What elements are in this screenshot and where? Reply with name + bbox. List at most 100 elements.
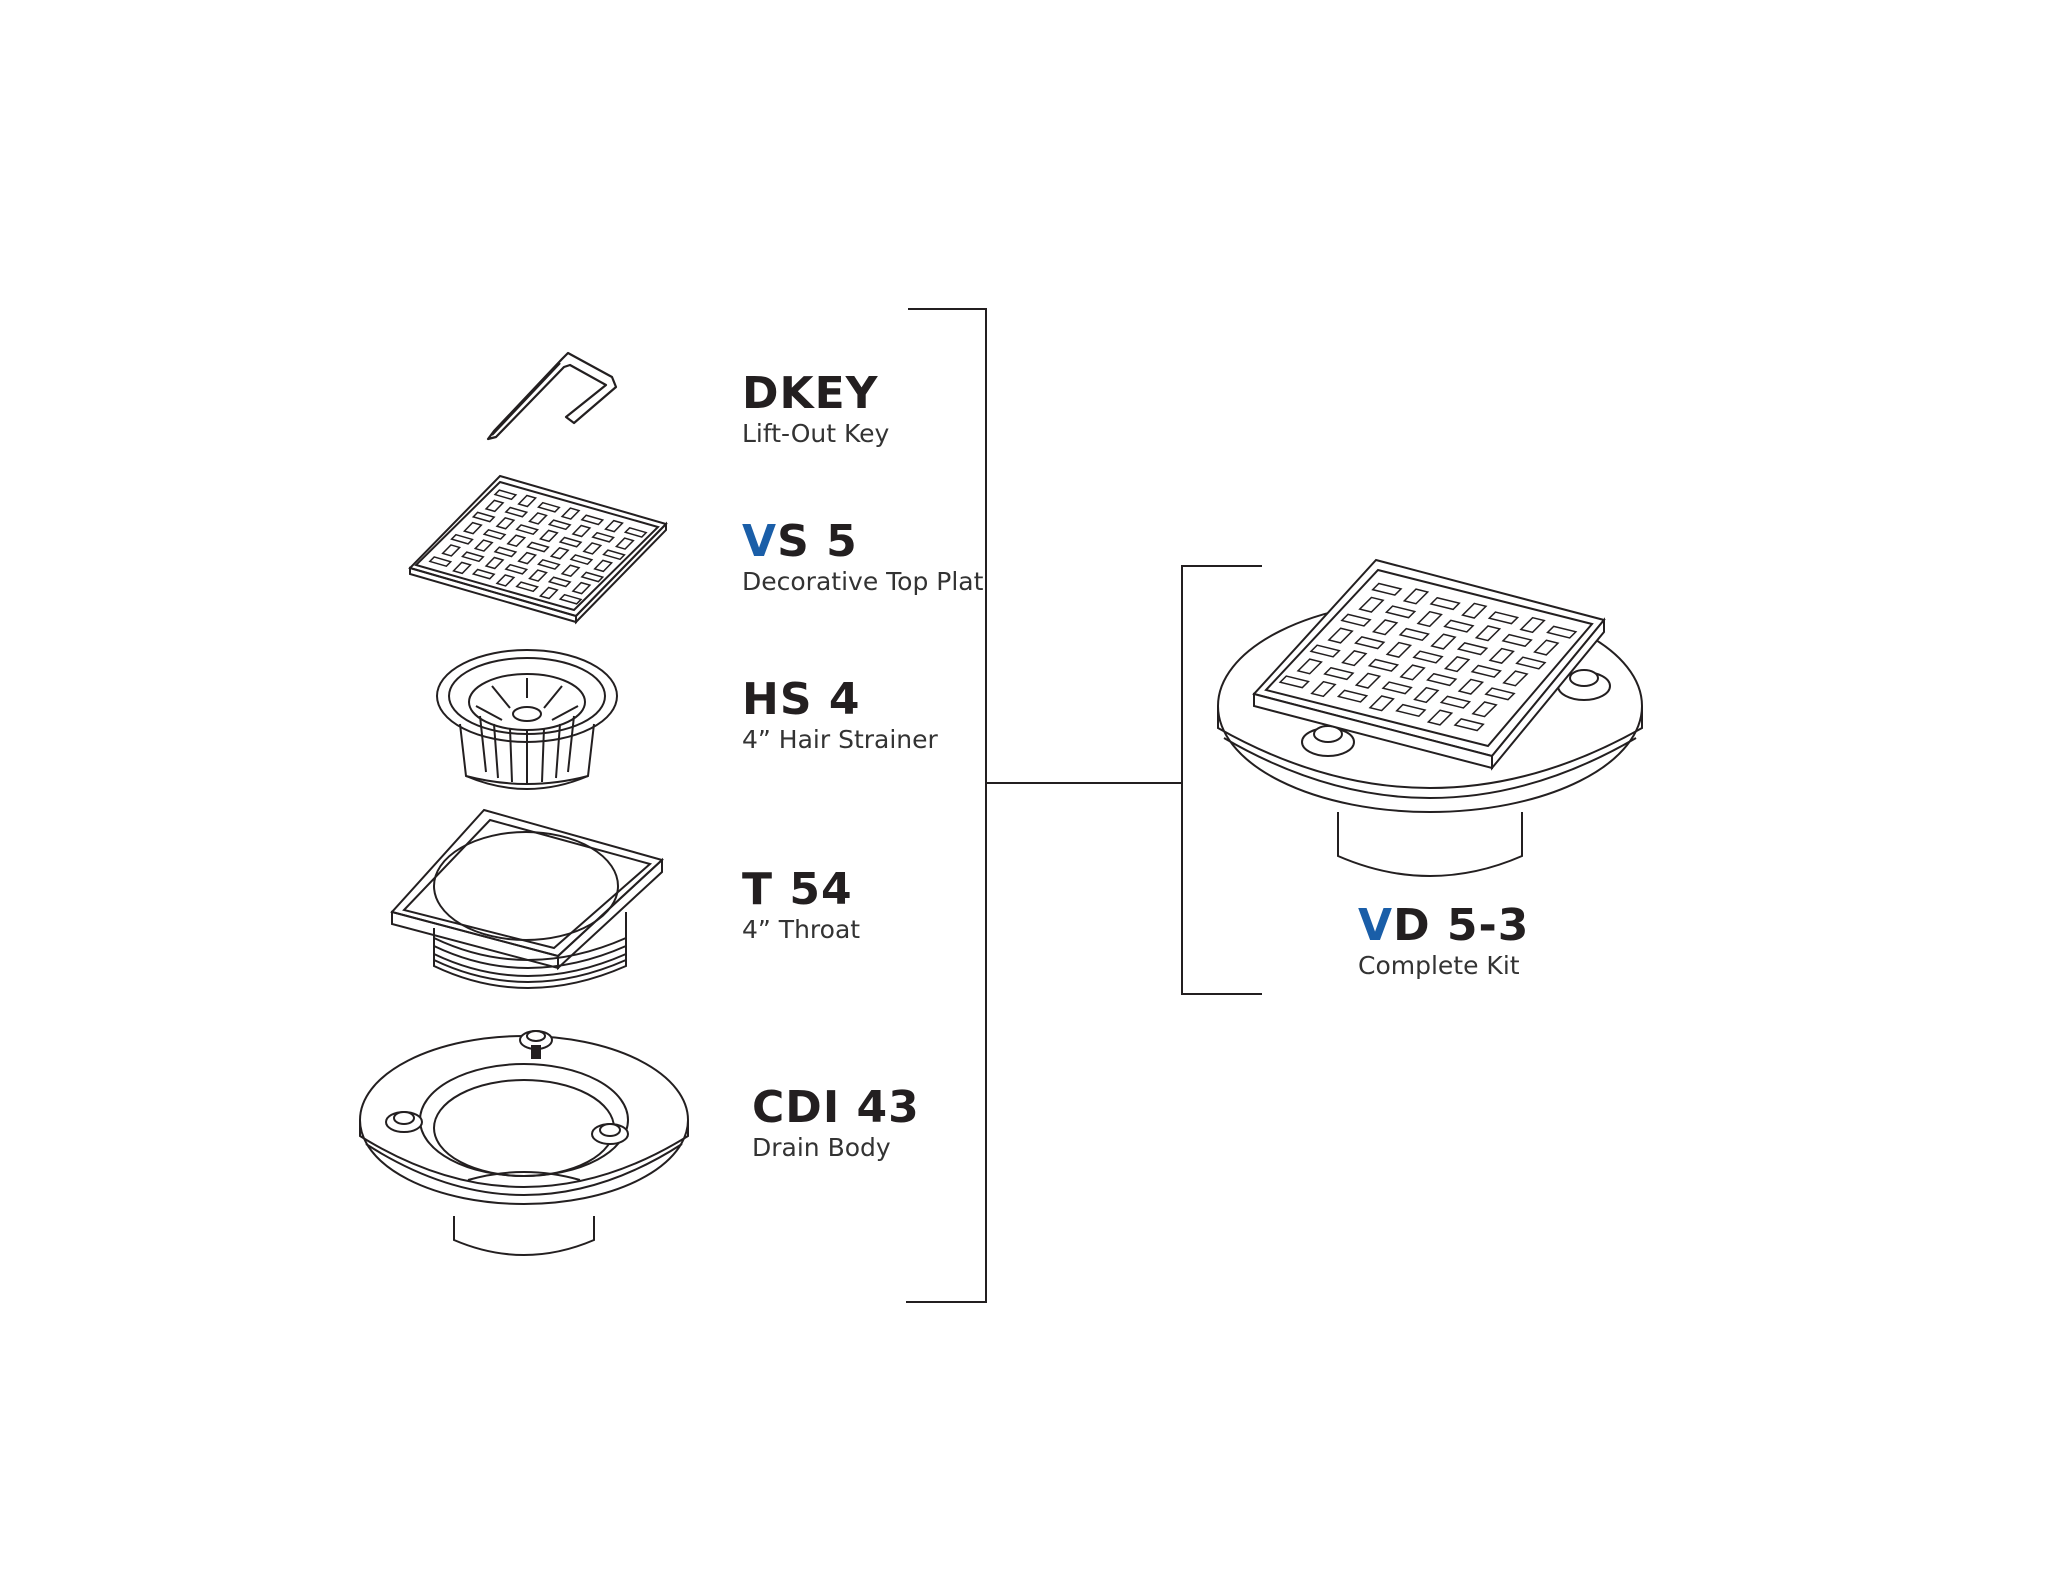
weave-slot bbox=[551, 548, 568, 559]
weave-slot bbox=[1386, 606, 1414, 618]
part-code: CDI 43 bbox=[752, 1082, 920, 1133]
weave-slot bbox=[593, 533, 614, 542]
kit-label: VD 5-3 Complete Kit bbox=[1358, 904, 1529, 980]
weave-slot bbox=[1486, 688, 1514, 700]
weave-slot bbox=[462, 552, 483, 561]
weave-slot bbox=[1383, 682, 1411, 694]
weave-slot bbox=[571, 555, 592, 564]
part-description: Drain Body bbox=[752, 1133, 891, 1162]
parts-bracket-line bbox=[906, 309, 986, 1302]
weave-slot bbox=[540, 588, 557, 599]
weave-slot bbox=[506, 565, 527, 574]
weave-slot bbox=[625, 528, 646, 537]
throat-icon bbox=[388, 808, 668, 1003]
weave-slot bbox=[1463, 603, 1486, 618]
weave-slot bbox=[616, 538, 633, 549]
weave-slot bbox=[530, 570, 547, 581]
weave-slot bbox=[1548, 626, 1576, 638]
weave-slot bbox=[1473, 702, 1496, 717]
complete-drain-kit-icon bbox=[1214, 556, 1646, 886]
weave-slot bbox=[495, 490, 516, 499]
kit-code: VD 5-3 bbox=[1358, 900, 1530, 951]
lift-out-key-icon bbox=[480, 345, 620, 445]
weave-slot bbox=[1458, 643, 1486, 655]
weave-slot bbox=[1441, 696, 1469, 708]
weave-slot bbox=[1311, 645, 1339, 657]
weave-slot bbox=[1400, 629, 1428, 641]
weave-slot bbox=[464, 523, 481, 534]
weave-slot bbox=[1360, 597, 1383, 612]
weave-slot bbox=[1401, 665, 1424, 680]
weave-slot bbox=[1373, 583, 1401, 595]
weave-slot bbox=[1387, 643, 1410, 658]
weave-slot bbox=[1459, 679, 1482, 694]
weave-slot bbox=[1521, 618, 1544, 633]
part-label-t54: T 54 4” Throat bbox=[742, 868, 860, 944]
weave-slot bbox=[560, 538, 581, 547]
weave-slot bbox=[540, 530, 557, 541]
part-label-vs5: VS 5 Decorative Top Plat bbox=[742, 520, 983, 596]
weave-slot bbox=[1369, 659, 1397, 671]
weave-slot bbox=[486, 558, 503, 569]
weave-slot bbox=[560, 595, 581, 604]
weave-slot bbox=[495, 547, 516, 556]
weave-slot bbox=[1428, 710, 1451, 725]
weave-slot bbox=[1356, 673, 1379, 688]
weave-slot bbox=[1504, 671, 1527, 686]
weave-slot bbox=[1312, 682, 1335, 697]
weave-slot bbox=[1343, 651, 1366, 666]
weave-slot bbox=[1476, 626, 1499, 641]
weave-slot bbox=[1428, 674, 1456, 686]
part-label-cdi43: CDI 43 Drain Body bbox=[752, 1086, 920, 1162]
weave-slot bbox=[573, 526, 590, 537]
weave-slot bbox=[1415, 688, 1438, 703]
weave-slot bbox=[1445, 657, 1468, 672]
weave-slot bbox=[506, 508, 527, 517]
weave-slot bbox=[562, 508, 579, 519]
drain-body-icon bbox=[356, 1020, 696, 1270]
weave-slot bbox=[549, 520, 570, 529]
weave-slot bbox=[562, 565, 579, 576]
part-code: HS 4 bbox=[742, 674, 861, 725]
weave-slot bbox=[1414, 651, 1442, 663]
weave-slot bbox=[519, 553, 536, 564]
weave-slot bbox=[606, 521, 623, 532]
weave-slot bbox=[573, 583, 590, 594]
part-label-hs4: HS 4 4” Hair Strainer bbox=[742, 678, 938, 754]
weave-slot bbox=[604, 550, 625, 559]
weave-slot bbox=[1455, 719, 1483, 731]
part-description: 4” Throat bbox=[742, 915, 861, 944]
weave-slot bbox=[1489, 612, 1517, 624]
weave-slot bbox=[1517, 657, 1545, 669]
weave-slot bbox=[497, 575, 514, 586]
weave-slot bbox=[473, 512, 494, 521]
weave-slot bbox=[497, 518, 514, 529]
weave-slot bbox=[1431, 598, 1459, 610]
weave-slot bbox=[1280, 676, 1308, 688]
weave-slot bbox=[484, 530, 505, 539]
part-label-dkey: DKEY Lift-Out Key bbox=[742, 372, 889, 448]
weave-slot bbox=[508, 535, 525, 546]
part-description: 4” Hair Strainer bbox=[742, 725, 938, 754]
weave-slot bbox=[1490, 649, 1513, 664]
part-code: DKEY bbox=[742, 368, 879, 419]
weave-slot bbox=[430, 557, 451, 566]
weave-slot bbox=[1342, 614, 1370, 626]
weave-slot bbox=[1404, 589, 1427, 604]
decorative-top-plate-icon bbox=[408, 472, 668, 620]
weave-slot bbox=[528, 542, 549, 551]
weave-slot bbox=[1503, 635, 1531, 647]
weave-slot bbox=[519, 496, 536, 507]
weave-slot bbox=[1329, 628, 1352, 643]
weave-slot bbox=[538, 560, 559, 569]
weave-slot bbox=[582, 572, 603, 581]
weave-slot bbox=[549, 577, 570, 586]
weave-slot bbox=[1325, 668, 1353, 680]
weave-slot bbox=[1373, 620, 1396, 635]
weave-slot bbox=[443, 545, 460, 556]
weave-slot bbox=[517, 525, 538, 534]
weave-slot bbox=[582, 515, 603, 524]
weave-slot bbox=[1432, 634, 1455, 649]
weave-slot bbox=[517, 582, 538, 591]
kit-description: Complete Kit bbox=[1358, 951, 1520, 980]
